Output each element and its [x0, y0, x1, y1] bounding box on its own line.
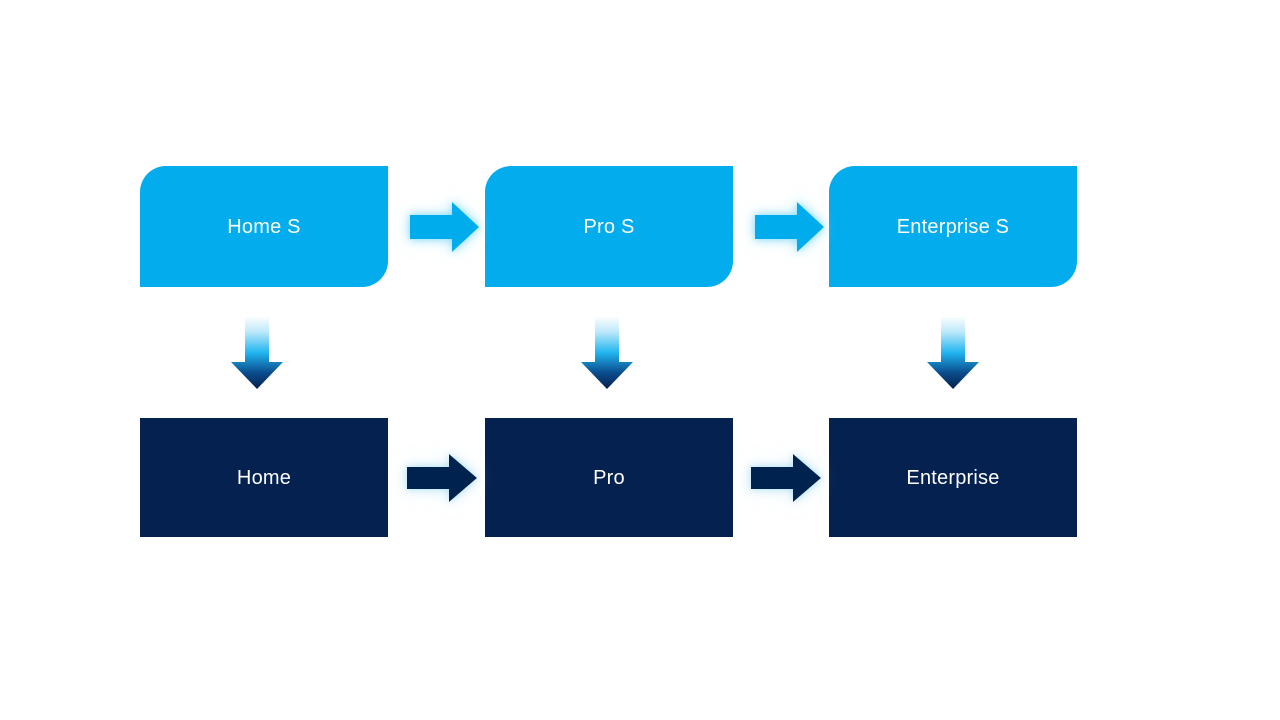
- node-home-label: Home: [236, 466, 292, 489]
- bottom-connector-1-arrow-right-icon: [404, 450, 480, 506]
- node-pro-label: Pro: [593, 466, 625, 489]
- node-enterprise-label: Enterprise: [906, 466, 1000, 489]
- node-home-s[interactable]: Home S: [140, 166, 388, 287]
- node-home-s-label: Home S: [227, 215, 301, 238]
- node-home[interactable]: Home: [140, 418, 388, 537]
- down-connector-2-arrow-down-icon: [578, 314, 636, 392]
- top-connector-1-arrow-right-icon: [408, 199, 482, 255]
- top-connector-2-arrow-right-icon: [753, 199, 827, 255]
- down-connector-1-arrow-down-icon: [228, 314, 286, 392]
- node-enterprise[interactable]: Enterprise: [829, 418, 1077, 537]
- node-enterprise-s[interactable]: Enterprise S: [829, 166, 1077, 287]
- bottom-connector-2-arrow-right-icon: [748, 450, 824, 506]
- node-pro[interactable]: Pro: [485, 418, 733, 537]
- node-pro-s-label: Pro S: [583, 215, 635, 238]
- node-pro-s[interactable]: Pro S: [485, 166, 733, 287]
- down-connector-3-arrow-down-icon: [924, 314, 982, 392]
- node-enterprise-s-label: Enterprise S: [896, 215, 1010, 238]
